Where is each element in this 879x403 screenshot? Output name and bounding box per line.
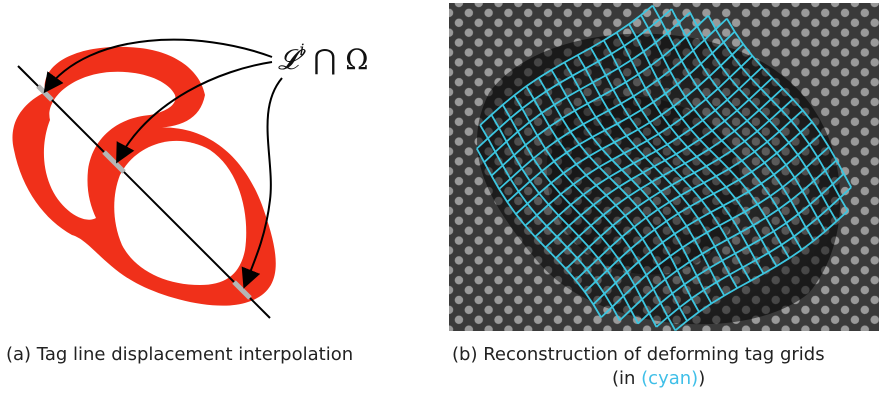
intersection-operator: ⋂: [313, 43, 337, 76]
tag-grid-line: [674, 210, 849, 331]
tag-grid-line: [476, 148, 602, 318]
tag-grid-reconstruction: [449, 3, 879, 331]
tag-grid-line: [600, 146, 830, 319]
tag-grid-line: [537, 77, 700, 313]
tag-grid-line: [565, 98, 794, 270]
right-cavity: [114, 140, 247, 285]
caption-prefix: (in: [612, 368, 642, 389]
tag-grid-line: [628, 23, 791, 259]
tag-grid-line: [524, 55, 754, 227]
tag-grid-line: [483, 11, 691, 163]
tag-grid-line: [637, 173, 845, 325]
arrow: [43, 38, 273, 94]
tag-line-index: i: [299, 40, 305, 59]
tag-grid-line: [513, 94, 677, 331]
tag-grid-line: [689, 11, 838, 222]
arrow: [241, 77, 283, 289]
domain-symbol: Ω: [345, 43, 369, 76]
tag-grid-line: [603, 39, 765, 275]
caption-cyan-word: (cyan): [641, 368, 699, 389]
tag-grid-line: [619, 159, 838, 322]
tag-grid-line: [506, 30, 736, 203]
tag-grid-line: [651, 5, 815, 242]
tag-grid-line: [592, 133, 822, 306]
tag-line: [17, 65, 271, 319]
tag-grid-line: [544, 77, 773, 249]
tag-grid: [476, 4, 852, 331]
tag-grid-line: [615, 32, 778, 267]
tag-grid-line: [574, 109, 804, 281]
caption-panel-a: (a) Tag line displacement interpolation: [6, 344, 354, 365]
tag-line-diagram: [12, 38, 283, 319]
caption-panel-b-line2: (in (cyan)): [612, 368, 705, 390]
tag-grid-line: [550, 69, 713, 304]
tag-line-symbol: 𝓛: [278, 43, 299, 76]
tag-grid-line: [584, 121, 813, 293]
tag-grid-line: [576, 54, 738, 289]
tag-grid-line: [515, 43, 744, 215]
arrow: [116, 61, 273, 164]
tag-grid-line: [563, 61, 725, 297]
intersection-marker: [102, 150, 126, 174]
tag-grid-line: [726, 18, 852, 188]
caption-suffix: ): [698, 368, 706, 389]
tag-grid-line: [640, 14, 803, 251]
tag-grid-line: [534, 66, 763, 238]
tag-grid-line: [707, 15, 849, 212]
tag-grid-line: [655, 186, 852, 328]
intersection-label: 𝓛i ⋂ Ω: [278, 40, 368, 77]
tag-grid-line: [490, 114, 639, 325]
tag-grid-line: [555, 87, 784, 259]
tag-grid-line: [525, 85, 688, 322]
left-cavity: [43, 71, 176, 220]
tag-grid-line: [498, 17, 728, 190]
caption-panel-b: (b) Reconstruction of deforming tag grid…: [452, 344, 825, 365]
tag-grid-line: [590, 47, 752, 282]
intersection-marker: [232, 280, 252, 300]
